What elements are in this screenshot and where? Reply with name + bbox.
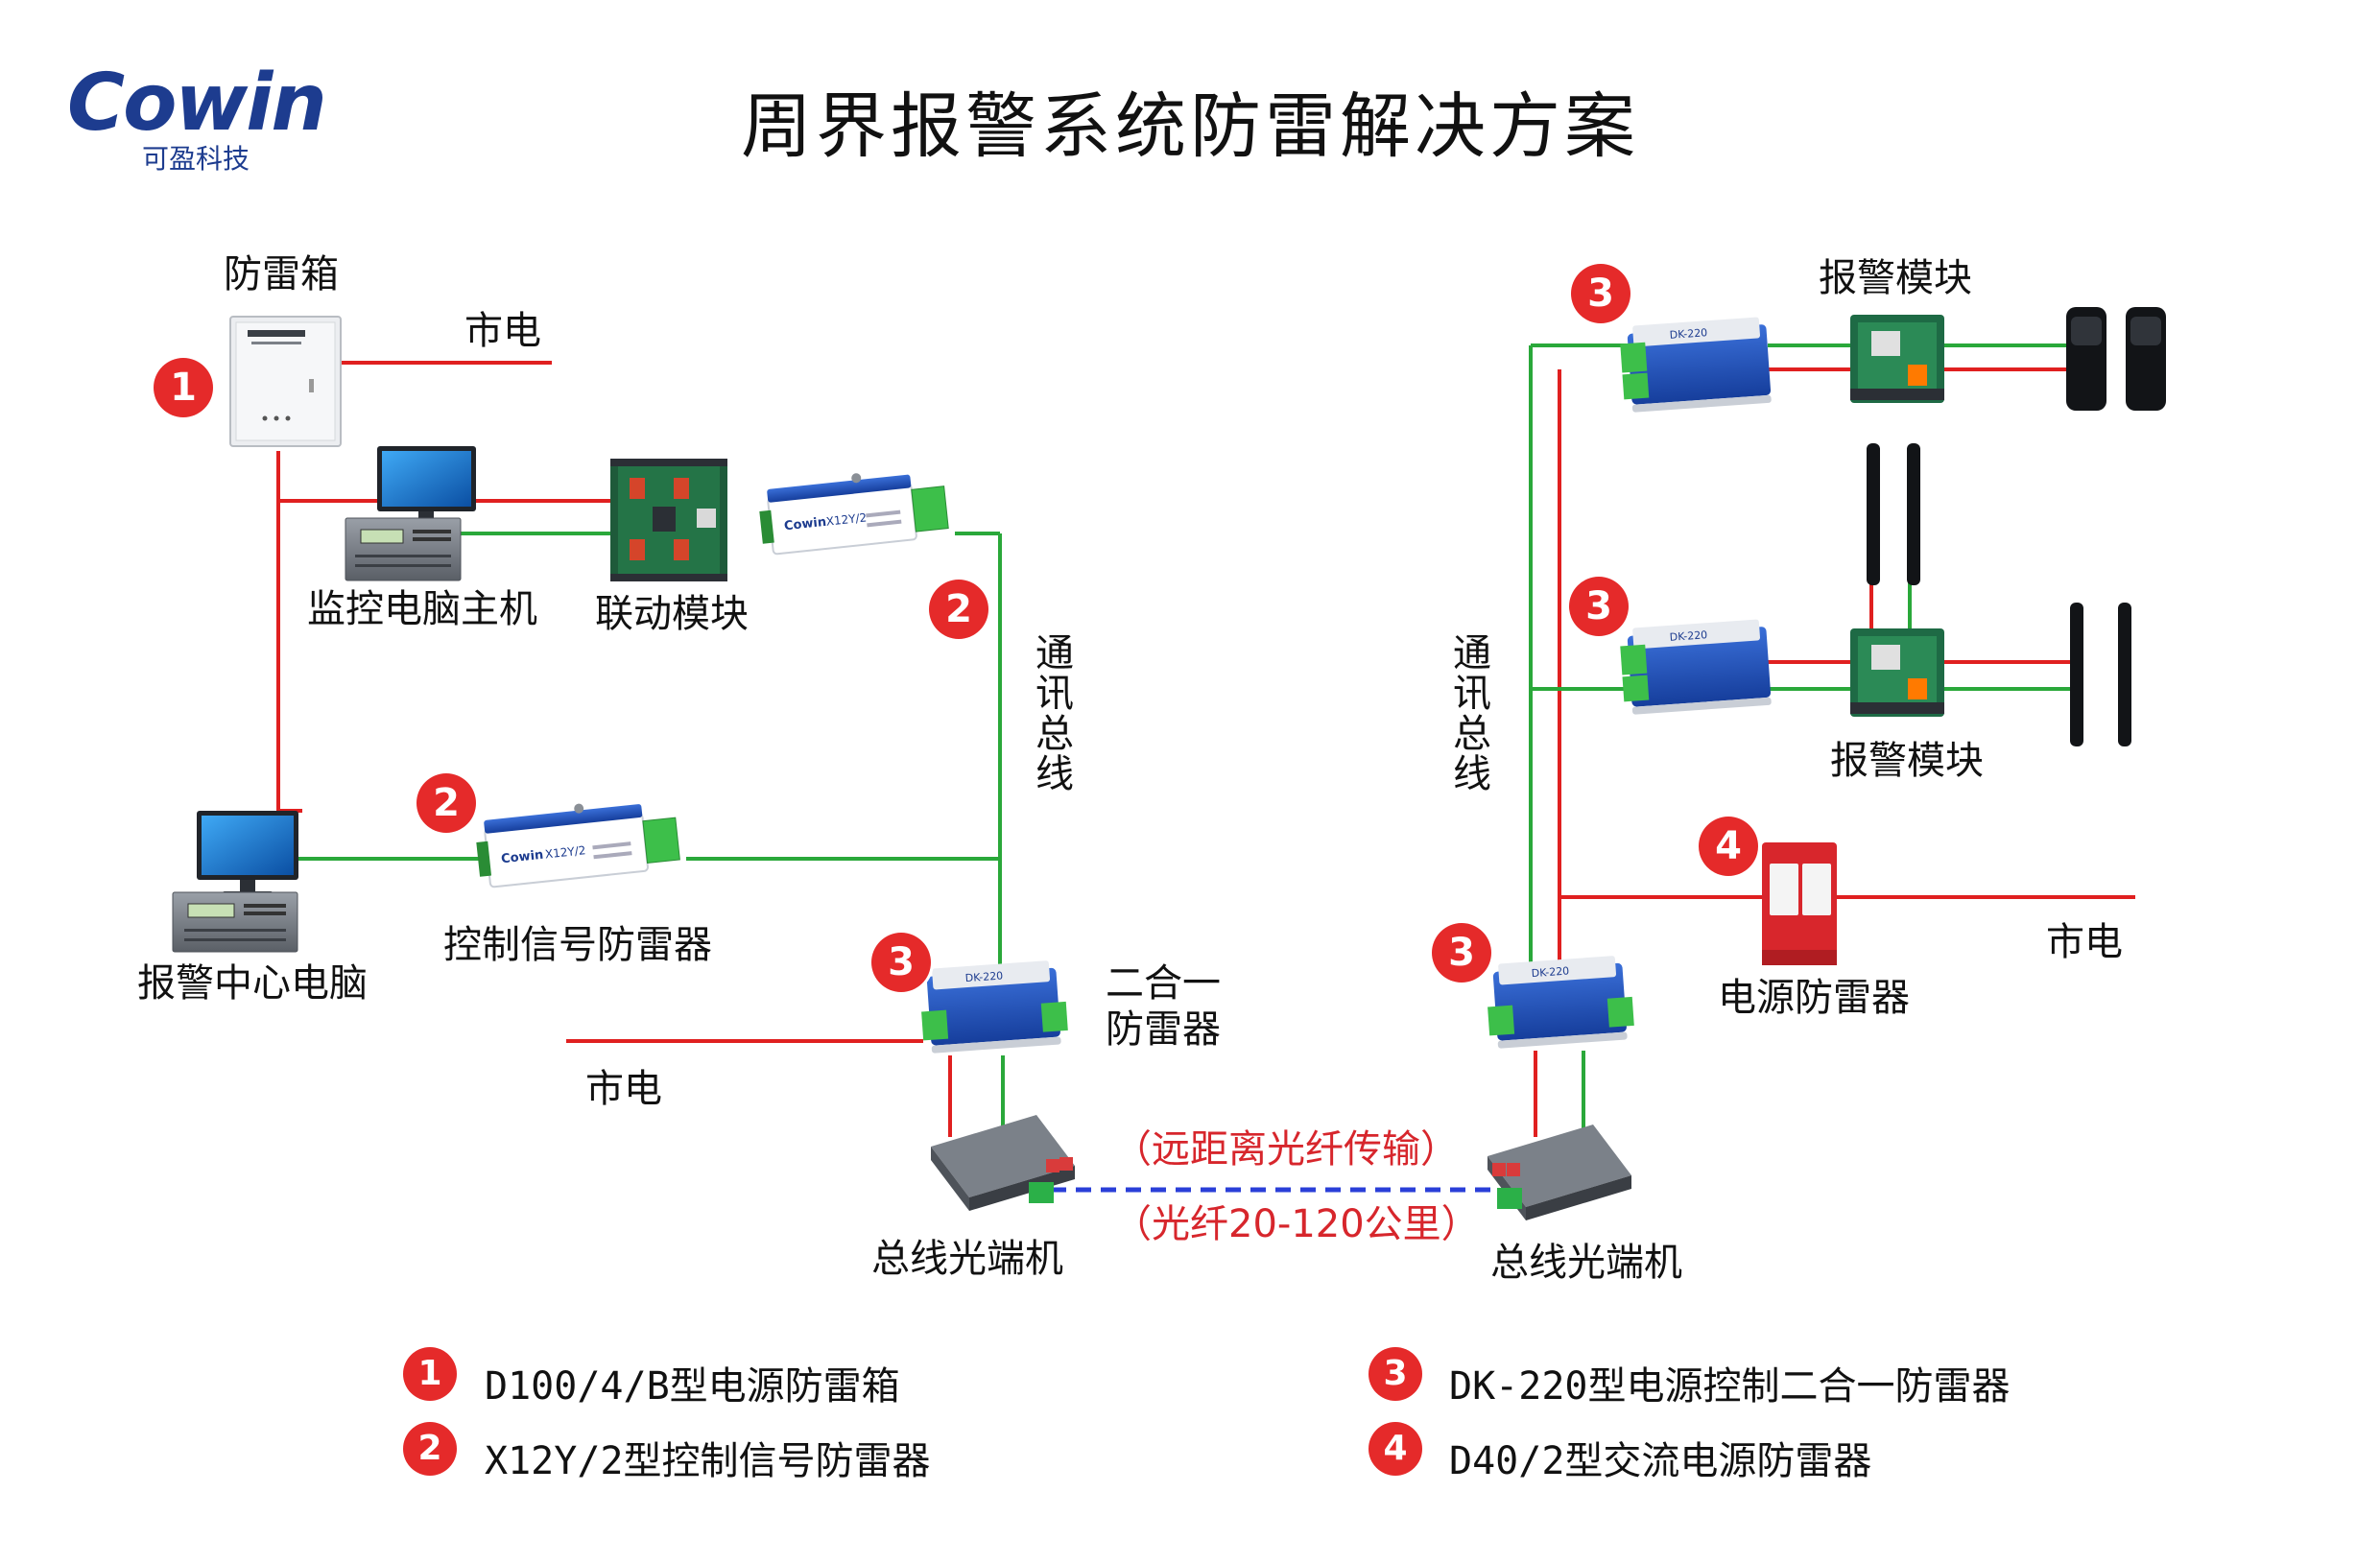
x12y-spd-control: Cowin X12Y/2 bbox=[476, 803, 680, 888]
bus-optical-transceiver-left bbox=[931, 1115, 1075, 1211]
dk-model-text: DK-220 bbox=[1531, 964, 1569, 980]
label-alarm-module-bottom: 报警模块 bbox=[1830, 739, 1984, 783]
dk220-device-left: DK-220 bbox=[921, 960, 1068, 1054]
alarm-center-computer bbox=[172, 811, 298, 953]
logo-subtitle: 可盈科技 bbox=[142, 143, 250, 175]
dk-model-text: DK-220 bbox=[1669, 326, 1707, 342]
badge-4: 4 bbox=[1699, 817, 1758, 876]
label-mains-1: 市电 bbox=[464, 309, 541, 353]
infrared-beam-poles-middle bbox=[1867, 443, 1920, 585]
label-two-in-one-1: 二合一 bbox=[1106, 961, 1221, 1006]
badge-1: 1 bbox=[154, 358, 213, 417]
dk220-device-alarm-top: DK-220 bbox=[1620, 317, 1772, 413]
label-monitor-host: 监控电脑主机 bbox=[307, 587, 537, 631]
legend-item-4: D40/2型交流电源防雷器 bbox=[1449, 1439, 1872, 1483]
dk220-device-alarm-bottom: DK-220 bbox=[1620, 619, 1772, 715]
legend-badge-2: 2 bbox=[403, 1422, 457, 1476]
infrared-beam-poles-right bbox=[2070, 603, 2131, 746]
logo-wordmark: Cowin bbox=[67, 58, 327, 149]
badge-3-alarm-top: 3 bbox=[1571, 264, 1630, 323]
label-bus-optical-left: 总线光端机 bbox=[871, 1237, 1063, 1281]
power-lines bbox=[276, 361, 2135, 1137]
legend-item-3: DK-220型电源控制二合一防雷器 bbox=[1449, 1364, 2011, 1409]
legend-item-2: X12Y/2型控制信号防雷器 bbox=[485, 1439, 931, 1483]
page-title: 周界报警系统防雷解决方案 bbox=[741, 85, 1639, 168]
label-bus-optical-right: 总线光端机 bbox=[1490, 1241, 1682, 1285]
badge-2-control: 2 bbox=[416, 773, 476, 833]
dk220-device-right: DK-220 bbox=[1488, 956, 1634, 1049]
signal-lines bbox=[298, 343, 2073, 1137]
badge-2-top: 2 bbox=[929, 580, 988, 639]
badge-3-right: 3 bbox=[1432, 923, 1491, 983]
label-power-spd: 电源防雷器 bbox=[1718, 976, 1910, 1020]
label-alarm-module-top: 报警模块 bbox=[1819, 256, 1972, 300]
monitor-computer-host bbox=[345, 446, 476, 581]
d40-ac-power-spd bbox=[1762, 842, 1837, 965]
label-mains-3: 市电 bbox=[2046, 920, 2123, 964]
legend-item-1: D100/4/B型电源防雷箱 bbox=[485, 1364, 900, 1409]
bus-optical-transceiver-right bbox=[1488, 1125, 1631, 1220]
dk-model-text: DK-220 bbox=[1669, 628, 1707, 644]
legend-badge-4: 4 bbox=[1368, 1422, 1422, 1476]
spd-model-text: X12Y/2 bbox=[825, 510, 868, 528]
linkage-module-board bbox=[610, 459, 727, 581]
label-comm-bus-right: 通讯总线 bbox=[1453, 631, 1491, 796]
label-fiber-long: （远距离光纤传输） bbox=[1113, 1127, 1459, 1172]
alarm-module-board-bottom bbox=[1850, 628, 1944, 717]
alarm-module-board-top bbox=[1850, 315, 1944, 403]
label-two-in-one-2: 防雷器 bbox=[1106, 1007, 1221, 1052]
dk-model-text: DK-220 bbox=[964, 969, 1003, 984]
label-lightning-box: 防雷箱 bbox=[224, 252, 339, 296]
spd-brand-text: Cowin bbox=[501, 848, 545, 867]
x12y-spd-top: Cowin X12Y/2 bbox=[759, 473, 949, 556]
label-control-signal-spd: 控制信号防雷器 bbox=[443, 923, 712, 967]
label-mains-2: 市电 bbox=[585, 1067, 662, 1111]
legend-badge-3: 3 bbox=[1368, 1347, 1422, 1401]
label-alarm-center-pc: 报警中心电脑 bbox=[137, 961, 368, 1006]
infrared-detector-pair-top bbox=[2066, 307, 2166, 411]
spd-brand-text: Cowin bbox=[783, 515, 827, 534]
badge-3-alarm-bottom: 3 bbox=[1569, 577, 1629, 636]
label-comm-bus-left: 通讯总线 bbox=[1035, 631, 1074, 796]
label-fiber-range: （光纤20-120公里） bbox=[1113, 1202, 1480, 1246]
legend-badge-1: 1 bbox=[403, 1347, 457, 1401]
badge-3-left: 3 bbox=[871, 933, 931, 992]
spd-model-text: X12Y/2 bbox=[544, 843, 586, 861]
lightning-protection-box bbox=[229, 316, 342, 447]
label-linkage-module: 联动模块 bbox=[595, 592, 749, 636]
company-logo: Cowin 可盈科技 bbox=[67, 58, 327, 175]
